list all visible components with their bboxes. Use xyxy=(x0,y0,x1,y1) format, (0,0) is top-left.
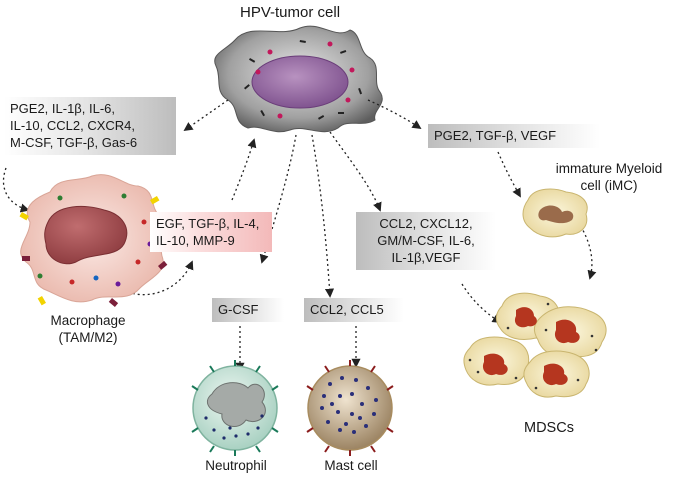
imc-label-line-1: immature Myeloid xyxy=(555,161,663,176)
neutrophil-signal-text: G-CSF xyxy=(218,302,259,317)
tumor-cell xyxy=(214,25,383,133)
neutrophil-cell xyxy=(191,360,279,456)
mast-signal-box: CCL2, CCL5 xyxy=(304,298,404,322)
imc-signal-text: PGE2, TGF-β, VEGF xyxy=(434,128,557,143)
neutrophil-label: Neutrophil xyxy=(205,458,267,473)
mdsc-signal-line-3: IL-1β,VEGF xyxy=(391,250,461,265)
mast-signal-text: CCL2, CCL5 xyxy=(310,302,384,317)
mdsc-cluster xyxy=(463,292,607,398)
macrophage-outputs-line-2: IL-10, MMP-9 xyxy=(156,233,235,248)
mast-cell-label: Mast cell xyxy=(324,458,378,473)
macrophage-inputs-line-3: M-CSF, TGF-β, Gas-6 xyxy=(10,135,138,150)
macrophage-label-line-1: Macrophage xyxy=(50,313,126,328)
imc-label-line-2: cell (iMC) xyxy=(580,178,638,193)
macrophage-outputs-box: EGF, TGF-β, IL-4, IL-10, MMP-9 xyxy=(150,212,272,252)
imc-label: immature Myeloid cell (iMC) xyxy=(544,160,674,194)
mdsc-signal-line-1: CCL2, CXCL12, xyxy=(379,216,473,231)
macrophage-inputs-line-2: IL-10, CCL2, CXCR4, xyxy=(10,118,135,133)
tumor-cell-title: HPV-tumor cell xyxy=(240,4,341,21)
macrophage-label: Macrophage (TAM/M2) xyxy=(38,312,138,346)
mdsc-signal-box: CCL2, CXCL12, GM/M-CSF, IL-6, IL-1β,VEGF xyxy=(356,212,496,270)
macrophage-inputs-line-1: PGE2, IL-1β, IL-6, xyxy=(10,101,116,116)
mdsc-label: MDSCs xyxy=(524,420,574,436)
macrophage-cell xyxy=(19,174,168,307)
macrophage-label-line-2: (TAM/M2) xyxy=(58,330,118,345)
imc-signal-box: PGE2, TGF-β, VEGF xyxy=(428,124,600,148)
neutrophil-signal-box: G-CSF xyxy=(212,298,284,322)
mast-cell xyxy=(306,360,394,456)
mdsc-signal-line-2: GM/M-CSF, IL-6, xyxy=(377,233,475,248)
macrophage-outputs-line-1: EGF, TGF-β, IL-4, xyxy=(156,216,260,231)
imc-cell xyxy=(522,188,588,238)
macrophage-inputs-box: PGE2, IL-1β, IL-6, IL-10, CCL2, CXCR4, M… xyxy=(4,97,176,155)
